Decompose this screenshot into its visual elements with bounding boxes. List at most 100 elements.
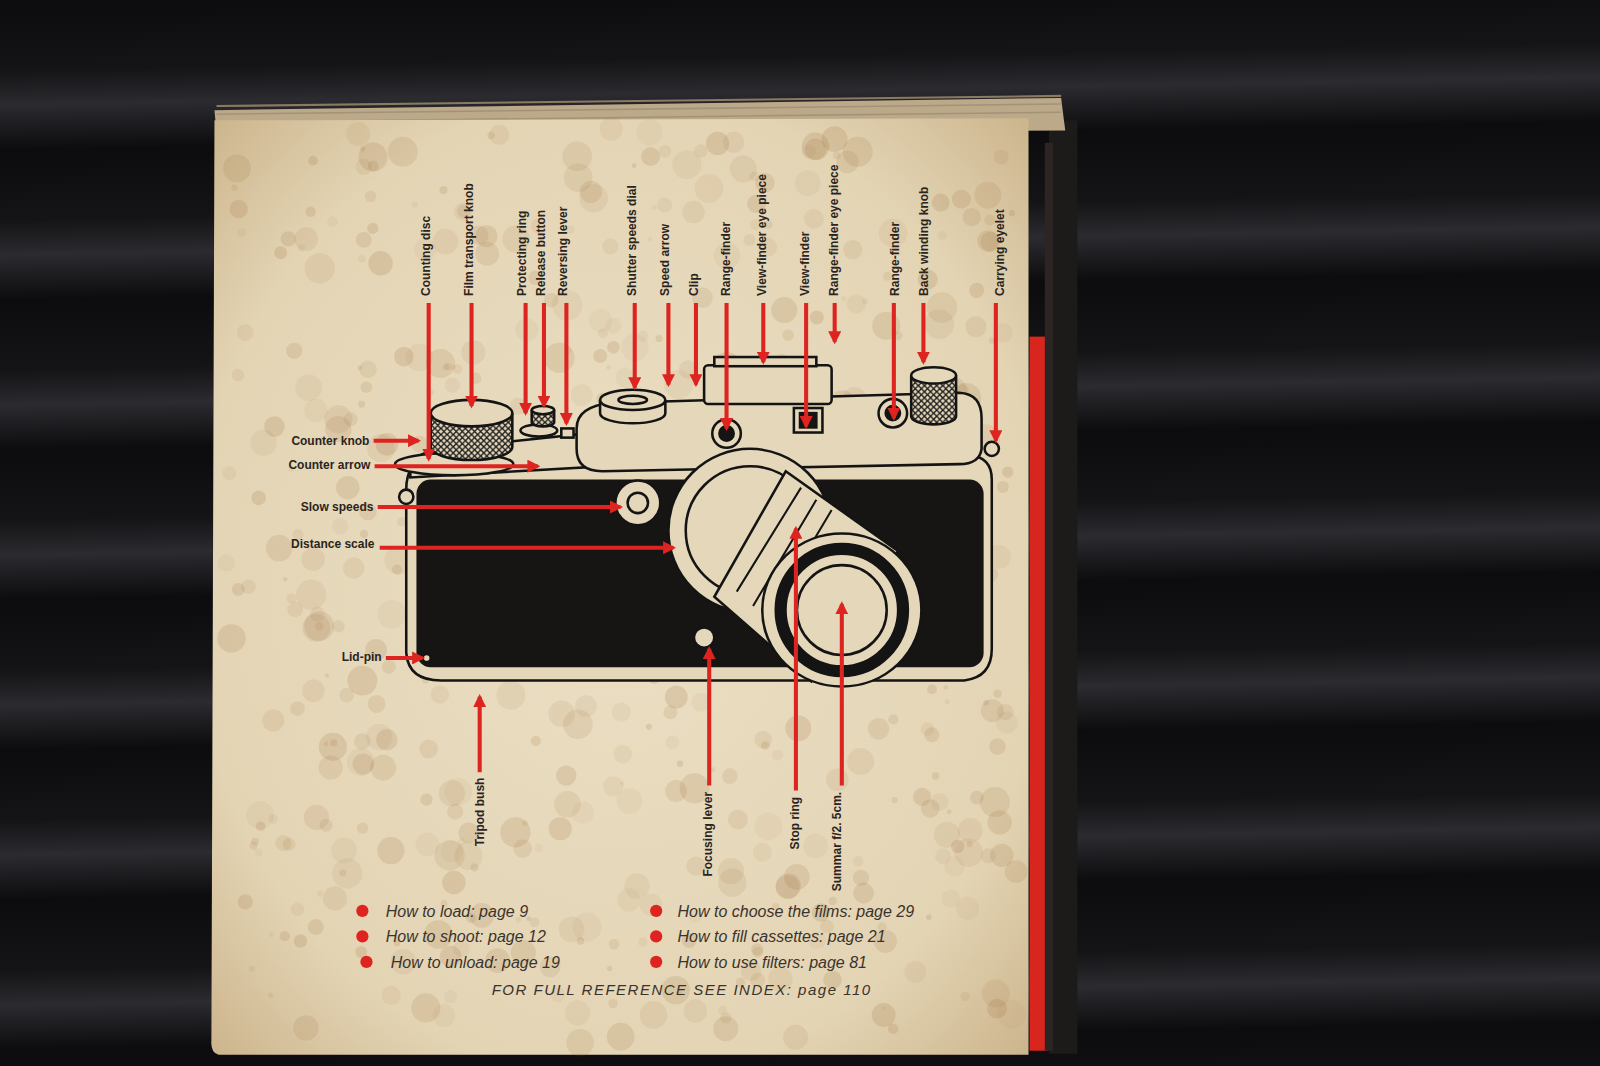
foxing-spots — [274, 246, 287, 259]
part-label: Carrying eyelet — [993, 209, 1007, 296]
bullet-dots — [356, 930, 368, 942]
foxing-spots — [730, 156, 757, 183]
bullet-dots — [356, 905, 368, 917]
foxing-spots — [296, 580, 326, 610]
foxing-spots — [987, 810, 1011, 834]
foxing-spots — [305, 207, 315, 217]
camera-drawing — [399, 490, 413, 504]
foxing-spots — [638, 937, 647, 946]
foxing-spots — [290, 701, 305, 716]
foxing-spots — [522, 820, 528, 826]
foxing-spots — [891, 797, 897, 803]
camera-drawing — [719, 426, 733, 440]
foxing-spots — [544, 343, 574, 373]
foxing-spots — [974, 182, 1001, 209]
camera-drawing — [618, 396, 647, 404]
leader-arrows — [725, 303, 729, 428]
foxing-spots — [339, 688, 354, 703]
foxing-spots — [534, 844, 543, 853]
foxing-spots — [332, 518, 349, 535]
foxing-spots — [530, 918, 540, 928]
foxing-spots — [665, 686, 688, 709]
foxing-spots — [771, 297, 797, 323]
foxing-spots — [684, 999, 707, 1022]
foxing-spots — [617, 888, 640, 911]
camera-drawing — [985, 442, 999, 456]
foxing-spots — [580, 181, 602, 203]
foxing-spots — [888, 714, 898, 724]
foxing-spots — [442, 871, 465, 894]
foxing-spots — [419, 739, 438, 758]
page-reference: How to use filters: page 81 — [678, 953, 867, 972]
foxing-spots — [744, 234, 756, 246]
foxing-spots — [336, 476, 359, 499]
foxing-spots — [843, 240, 862, 259]
foxing-spots — [997, 481, 1009, 493]
leader-arrows — [375, 464, 538, 468]
foxing-spots — [315, 622, 323, 630]
foxing-spots — [332, 858, 362, 888]
foxing-spots — [664, 705, 678, 719]
part-label: Focusing lever — [701, 792, 715, 877]
foxing-spots — [994, 149, 1009, 164]
foxing-spots — [246, 801, 274, 829]
page-reference: How to load: page 9 — [386, 902, 528, 921]
camera-drawing — [395, 357, 999, 686]
leader-arrows — [833, 303, 837, 342]
leader-arrows — [380, 546, 674, 550]
foxing-spots — [593, 349, 607, 363]
page-reference: How to unload: page 19 — [391, 953, 560, 972]
foxing-spots — [218, 554, 235, 571]
foxing-spots — [361, 381, 373, 393]
page-reference: How to fill cassettes: page 21 — [678, 927, 886, 946]
foxing-spots — [718, 858, 744, 884]
foxing-spots — [496, 681, 525, 710]
book — [211, 96, 1077, 1057]
foxing-spots — [347, 748, 375, 776]
foxing-spots — [612, 703, 631, 722]
foxing-spots — [659, 145, 672, 158]
leader-arrows — [427, 303, 431, 459]
leader-arrows — [666, 303, 670, 385]
foxing-spots — [231, 184, 237, 190]
camera-drawing — [911, 367, 956, 383]
foxing-spots — [280, 931, 290, 941]
foxing-spots — [324, 742, 329, 747]
part-label: Clip — [687, 273, 701, 296]
foxing-spots — [810, 311, 824, 325]
foxing-spots — [376, 433, 399, 456]
foxing-spots — [804, 209, 824, 229]
foxing-spots — [323, 886, 347, 910]
bullet-dots — [650, 930, 662, 942]
foxing-spots — [358, 401, 365, 408]
part-label: Distance scale — [291, 537, 374, 551]
foxing-spots — [572, 801, 594, 823]
foxing-spots — [230, 200, 248, 218]
foxing-spots — [291, 902, 304, 915]
foxing-spots — [677, 761, 683, 767]
leader-arrows — [469, 303, 473, 406]
foxing-spots — [283, 838, 296, 851]
foxing-spots — [268, 814, 277, 823]
foxing-spots — [294, 227, 318, 251]
leader-arrows — [633, 303, 637, 388]
foxing-spots — [651, 205, 657, 211]
camera-drawing — [694, 627, 714, 647]
foxing-spots — [223, 155, 251, 183]
foxing-spots — [982, 980, 1010, 1008]
part-label: View-finder — [798, 231, 812, 295]
foxing-spots — [882, 1006, 886, 1010]
part-label: Slow speeds — [301, 500, 374, 514]
part-label: Tripod bush — [473, 778, 487, 847]
foxing-spots — [924, 727, 939, 742]
foxing-spots — [607, 1023, 635, 1051]
foxing-spots — [237, 324, 254, 341]
leader-arrows — [892, 303, 896, 418]
foxing-spots — [695, 174, 724, 203]
foxing-spots — [997, 704, 1013, 720]
foxing-spots — [613, 745, 632, 764]
foxing-spots — [666, 735, 680, 749]
camera-drawing — [704, 365, 832, 404]
foxing-spots — [913, 788, 931, 806]
